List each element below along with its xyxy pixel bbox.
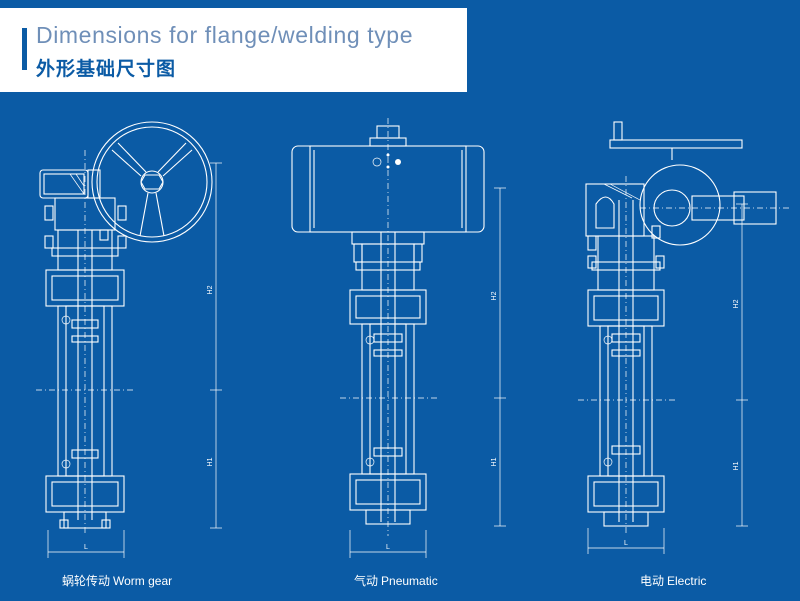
page-title-english: Dimensions for flange/welding type: [36, 22, 414, 48]
worm-gear-caption-cn: 蜗轮传动: [62, 574, 111, 588]
worm-gear-caption-en: Worm gear: [113, 574, 173, 588]
worm-gear-view: H2 H1 L: [36, 121, 222, 558]
electric-h2-label: H2: [733, 299, 740, 308]
worm-gear-l-label: L: [84, 544, 88, 551]
pneumatic-l-label: L: [386, 544, 390, 551]
electric-l-label: L: [624, 540, 628, 547]
pneumatic-h2-label: H2: [491, 291, 498, 300]
electric-view: H2 H1 L: [578, 121, 790, 554]
electric-caption-en: Electric: [667, 574, 707, 588]
worm-gear-h1-label: H1: [207, 457, 214, 466]
electric-h1-label: H1: [733, 461, 740, 470]
header-panel: Dimensions for flange/welding type 外形基础尺…: [0, 8, 467, 92]
pneumatic-h1-label: H1: [491, 457, 498, 466]
page-title-chinese: 外形基础尺寸图: [36, 59, 177, 80]
pneumatic-view: H2 H1 L: [291, 118, 506, 558]
worm-gear-h2-label: H2: [207, 285, 214, 294]
pneumatic-caption-cn: 气动: [354, 574, 379, 588]
electric-caption-cn: 电动: [640, 574, 665, 588]
pneumatic-caption-en: Pneumatic: [381, 574, 438, 588]
title-accent-bar: [22, 28, 27, 70]
